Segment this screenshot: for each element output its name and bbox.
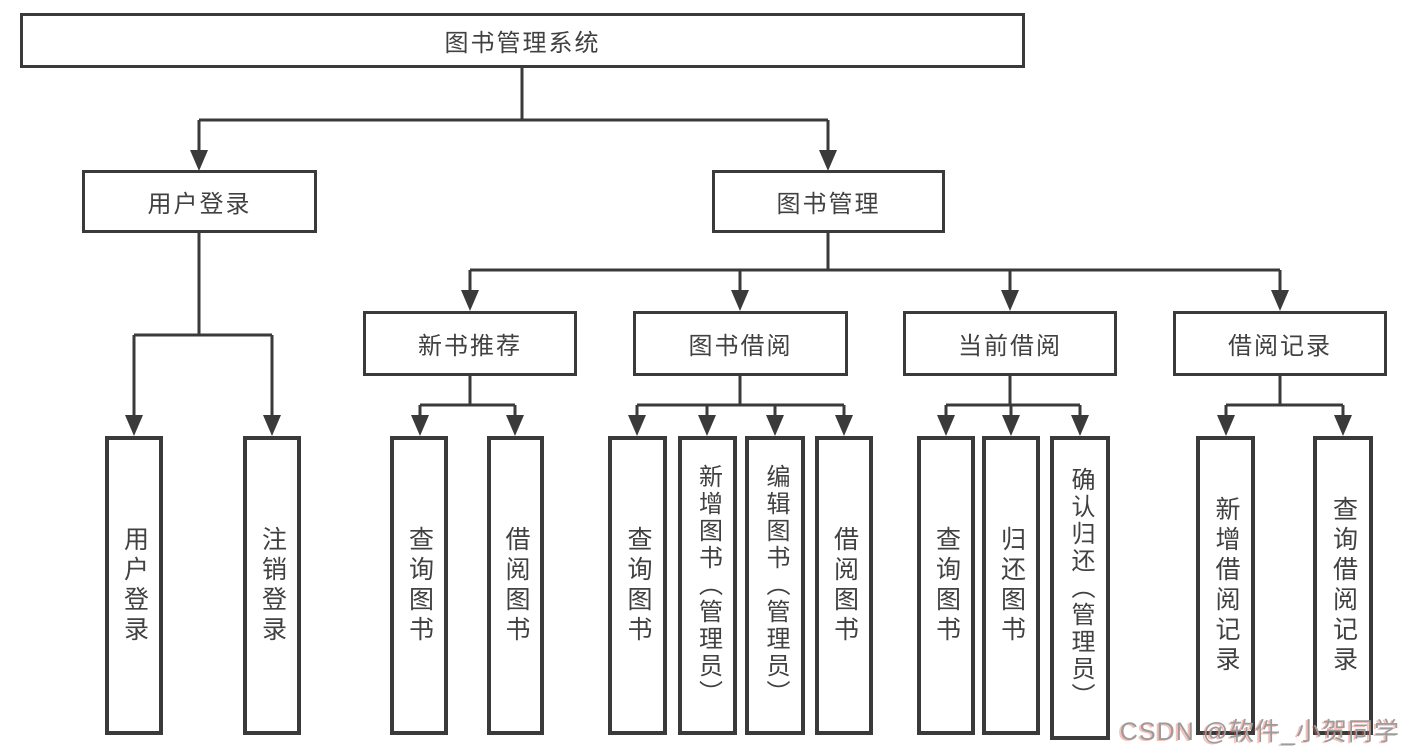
- node-label: 借阅图书: [502, 525, 530, 646]
- leaf-query-books-borrowing: 查询图书: [608, 436, 667, 735]
- node-label: 查询图书: [624, 525, 652, 646]
- node-borrowing-records: 借阅记录: [1173, 311, 1387, 376]
- leaf-borrow-books: 借阅图书: [815, 436, 873, 735]
- leaf-add-book-admin: 新增图书（管理员）: [678, 436, 737, 735]
- node-label: 查询借阅记录: [1329, 495, 1358, 676]
- node-label: 编辑图书（管理员）: [762, 464, 789, 707]
- leaf-add-borrow-record: 新增借阅记录: [1196, 436, 1255, 735]
- leaf-user-login: 用户登录: [105, 436, 163, 735]
- leaf-borrow-books-recommend: 借阅图书: [487, 436, 544, 735]
- node-book-management: 图书管理: [712, 170, 945, 233]
- csdn-watermark: CSDN @软件_小贺同学: [1119, 718, 1400, 746]
- node-label: 用户登录: [120, 525, 149, 646]
- leaf-return-book: 归还图书: [982, 436, 1040, 735]
- node-label: 当前借阅: [958, 333, 1062, 360]
- leaf-logout: 注销登录: [243, 436, 301, 735]
- node-user-login: 用户登录: [82, 170, 317, 233]
- node-label: 确认归还（管理员）: [1067, 466, 1094, 710]
- node-label: 图书管理: [776, 191, 881, 218]
- arrowhead-icons: [125, 150, 1352, 436]
- node-current-borrowing: 当前借阅: [903, 311, 1117, 376]
- node-label: 新书推荐: [418, 333, 522, 360]
- leaf-edit-book-admin: 编辑图书（管理员）: [745, 436, 805, 735]
- branch-lines: [132, 68, 1345, 417]
- leaf-query-books-recommend: 查询图书: [390, 436, 448, 735]
- node-label: 查询图书: [405, 525, 434, 646]
- node-label: 借阅记录: [1228, 333, 1332, 360]
- node-new-book-recommendation: 新书推荐: [363, 311, 577, 376]
- leaf-confirm-return-admin: 确认归还（管理员）: [1050, 436, 1110, 740]
- node-label: 图书管理系统: [444, 30, 601, 57]
- leaf-query-borrow-record: 查询借阅记录: [1313, 436, 1373, 735]
- node-label: 借阅图书: [830, 525, 859, 646]
- node-label: 注销登录: [258, 525, 287, 646]
- node-label: 查询图书: [932, 525, 961, 646]
- node-label: 归还图书: [997, 525, 1026, 646]
- node-label: 用户登录: [147, 191, 252, 218]
- node-label: 图书借阅: [688, 333, 793, 360]
- leaf-query-books-current: 查询图书: [917, 436, 975, 735]
- node-label: 新增图书（管理员）: [694, 464, 722, 707]
- node-library-management-system: 图书管理系统: [20, 13, 1025, 68]
- node-book-borrowing: 图书借阅: [633, 311, 848, 376]
- node-label: 新增借阅记录: [1212, 495, 1240, 676]
